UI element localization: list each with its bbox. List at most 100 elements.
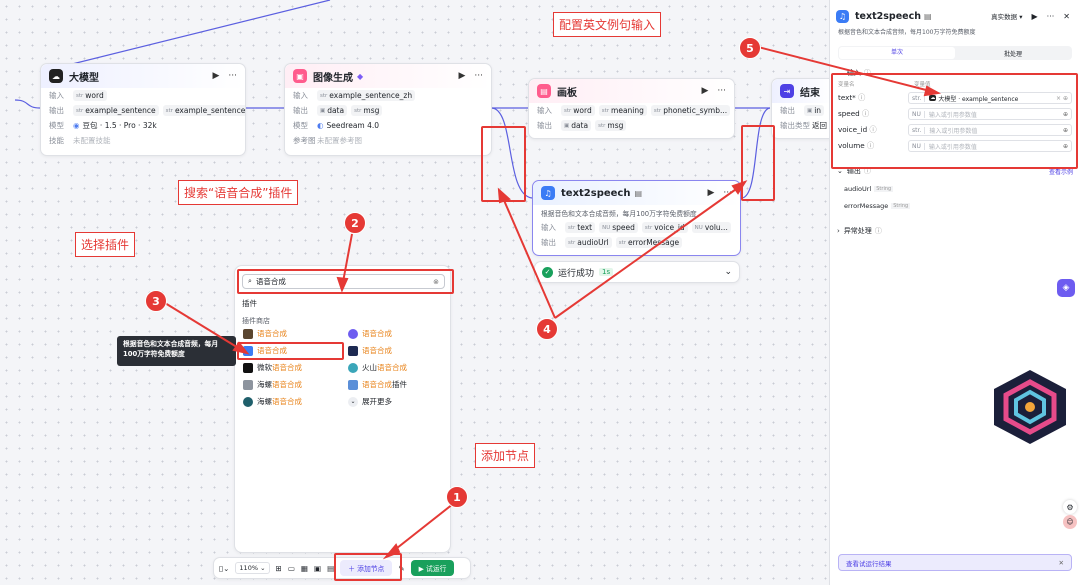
more-icon[interactable]: ··· xyxy=(474,71,483,81)
play-icon[interactable]: ▶ xyxy=(212,71,220,81)
run-status-bar[interactable]: ✓ 运行成功 1s ⌄ xyxy=(534,261,740,283)
doc-icon: ▤ xyxy=(634,188,643,198)
fit-icon[interactable]: ⊞ xyxy=(275,563,282,573)
comment-icon[interactable]: ▭ xyxy=(287,563,295,573)
more-icon[interactable]: ··· xyxy=(228,71,237,81)
plugin-item[interactable]: 海螺语音合成 xyxy=(243,376,343,393)
tts-node[interactable]: ♫ text2speech ▤ ▶··· 根据音色和文本合成音频，每月100万字… xyxy=(532,180,741,256)
plugin-icon xyxy=(243,328,253,339)
avatar-icon[interactable]: ☺ xyxy=(1063,515,1077,529)
play-icon[interactable]: ▶ xyxy=(458,71,466,81)
clear-icon[interactable]: ⊗ xyxy=(433,277,439,286)
plugin-item[interactable]: 海螺语音合成 xyxy=(243,393,343,410)
layout-icon[interactable]: ▤ xyxy=(327,563,335,573)
plugin-icon xyxy=(348,345,358,356)
close-icon[interactable]: ✕ xyxy=(1058,558,1064,567)
annotation-config-input: 配置英文例句输入 xyxy=(553,12,662,37)
zoom-select[interactable]: 110% ⌄ xyxy=(235,562,270,574)
llm-icon: ☁ xyxy=(929,95,937,101)
voice-id-param-input[interactable]: str.输入或引用参数值⊕ xyxy=(908,124,1072,136)
highlight-input-params xyxy=(831,73,1078,169)
view-result-bar[interactable]: 查看试运行结果 ✕ xyxy=(838,554,1072,571)
plugin-icon xyxy=(348,379,358,390)
view-example-link[interactable]: 查看示例 xyxy=(1048,168,1073,176)
play-icon[interactable]: ▶ xyxy=(701,86,709,96)
step-badge-1: 1 xyxy=(446,486,468,508)
llm-title: 大模型 xyxy=(69,72,99,84)
plugin-tooltip: 根据音色和文本合成音频，每月100万字符免费额度 xyxy=(117,336,236,366)
edge-tts-end xyxy=(741,107,771,199)
doc-icon: ▤ xyxy=(924,11,932,21)
plugin-item[interactable]: 火山语音合成 xyxy=(348,359,448,376)
tts-icon: ♫ xyxy=(541,186,555,200)
end-node[interactable]: ⇥ 结束 输出▣in 输出类型返回 xyxy=(771,78,833,139)
tab-batch[interactable]: 批处理 xyxy=(1003,50,1022,58)
play-icon[interactable]: ▶ xyxy=(707,188,715,198)
llm-icon: ☁ xyxy=(49,69,63,83)
plugin-list-left: 语音合成 语音合成 微软语音合成 海螺语音合成 海螺语音合成 xyxy=(243,325,343,410)
info-icon: ⓘ xyxy=(863,167,871,175)
plugin-item[interactable]: 微软语音合成 xyxy=(243,359,343,376)
search-icon: ⌕ xyxy=(248,277,252,285)
more-icon[interactable]: ··· xyxy=(717,86,726,96)
more-icon[interactable]: ··· xyxy=(723,188,732,198)
plugin-item[interactable]: 语音合成 xyxy=(348,325,448,342)
edge-top xyxy=(39,0,331,73)
assistant-button[interactable]: ◈ xyxy=(1057,279,1075,297)
run-button[interactable]: ▶ 试运行 xyxy=(410,560,455,576)
mouse-icon[interactable]: ▯⌄ xyxy=(219,563,230,573)
plugin-item-selected[interactable]: 语音合成 xyxy=(243,342,343,359)
plugin-item[interactable]: 语音合成 xyxy=(348,342,448,359)
plugin-item[interactable]: 语音合成插件 xyxy=(348,376,448,393)
edge-start-llm xyxy=(14,99,41,109)
end-icon: ⇥ xyxy=(780,84,794,98)
step-badge-3: 3 xyxy=(145,290,167,312)
chevron-down-icon[interactable]: ⌄ xyxy=(724,267,732,277)
annotation-add-node: 添加节点 xyxy=(475,443,536,468)
plugin-icon xyxy=(243,345,253,356)
plugin-list-right: 语音合成 语音合成 火山语音合成 语音合成插件 ⌄展开更多 xyxy=(348,325,448,410)
plugin-item[interactable]: 语音合成 xyxy=(243,325,343,342)
text-param-input[interactable]: str.☁大模型 · example_sentence× ⊕ xyxy=(908,92,1072,104)
plugin-icon xyxy=(243,362,253,373)
decorative-hexagon-image xyxy=(994,370,1066,444)
image-icon[interactable]: ▣ xyxy=(314,563,322,573)
expand-more-button[interactable]: ⌄展开更多 xyxy=(348,393,448,410)
bottom-toolbar: ▯⌄ 110% ⌄ ⊞ ▭ ▦ ▣ ▤ ＋ 添加节点 ✎ ▶ 试运行 xyxy=(213,557,471,579)
add-node-button[interactable]: ＋ 添加节点 xyxy=(340,560,393,576)
play-icon[interactable]: ▶ xyxy=(1031,11,1038,21)
step-badge-4: 4 xyxy=(536,318,558,340)
step-badge-5: 5 xyxy=(739,37,761,59)
grid-icon[interactable]: ▦ xyxy=(300,563,309,573)
model-name: 豆包 · 1.5 · Pro · 32k xyxy=(82,121,157,130)
close-icon[interactable]: ✕ xyxy=(1063,11,1070,21)
more-icon[interactable]: ··· xyxy=(1046,11,1055,21)
tab-single[interactable]: 单次 xyxy=(839,47,955,59)
canvas-icon: ▤ xyxy=(537,84,551,98)
plugin-panel: ⌕ 语音合成 ⊗ 插件 插件商店 语音合成 语音合成 微软语音合成 海螺语音合成… xyxy=(234,265,451,553)
annotation-search-plugin: 搜索“语音合成”插件 xyxy=(178,180,299,205)
chevron-right-icon[interactable]: › xyxy=(837,227,840,235)
step-badge-2: 2 xyxy=(344,212,366,234)
highlight-add-node xyxy=(334,553,402,581)
chevron-down-icon[interactable]: ⌄ xyxy=(837,167,843,175)
settings-icon[interactable]: ⚙ xyxy=(1063,500,1077,514)
highlight-edge-right xyxy=(741,125,775,201)
plugin-icon xyxy=(243,379,253,390)
annotation-select-plugin: 选择插件 xyxy=(75,232,136,257)
success-icon: ✓ xyxy=(542,266,553,278)
model-icon: ◉ xyxy=(73,121,80,130)
data-mode-select[interactable]: 真实数据 ▾ xyxy=(991,13,1023,21)
